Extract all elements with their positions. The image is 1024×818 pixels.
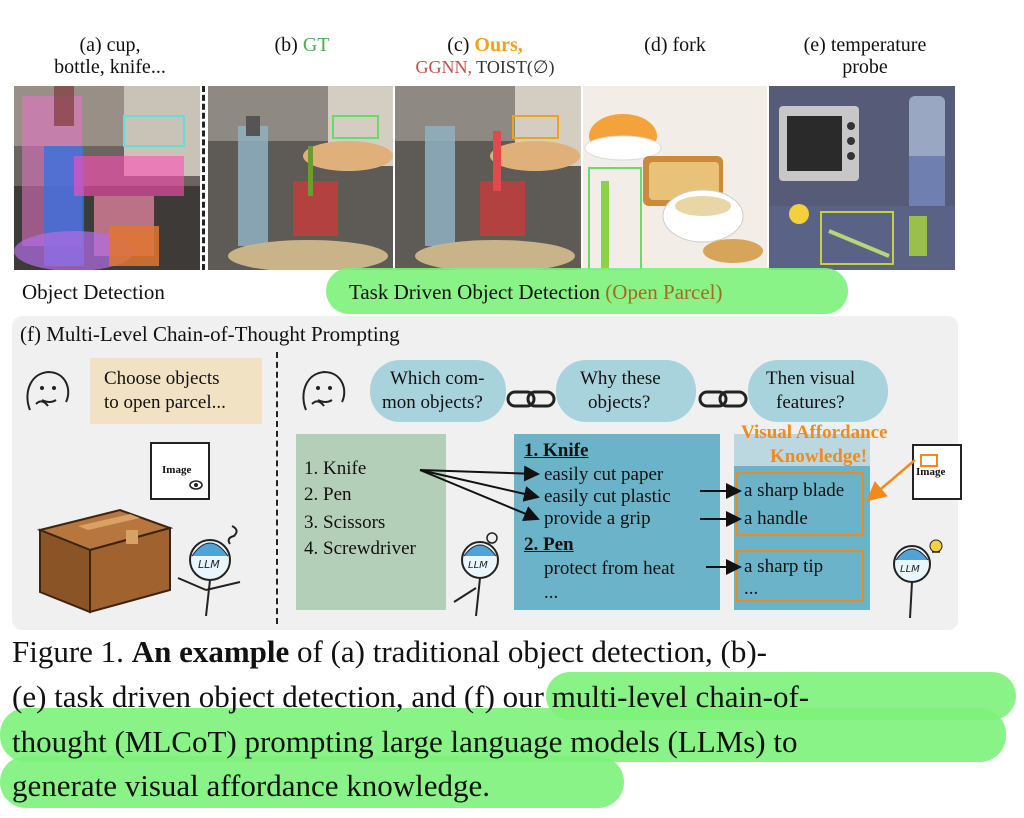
object-item-screwdriver: 4. Screwdriver	[304, 538, 416, 559]
caption-line2: (e) task driven object detection, and (f…	[12, 679, 809, 715]
caption-bold: An example	[131, 634, 290, 669]
image-frame-right: Image	[912, 444, 962, 500]
cloud3-line1: Then visual	[766, 368, 856, 389]
object-item-knife: 1. Knife	[304, 458, 367, 479]
image-label-left: Image	[162, 464, 192, 476]
parcel-box-icon	[36, 508, 174, 614]
cloud-visual-features: Then visual features?	[748, 360, 888, 422]
reason-grip: provide a grip	[544, 508, 651, 529]
image-label-right: Image	[916, 466, 946, 478]
reasons-box: 1. Knife easily cut paper easily cut pla…	[514, 434, 720, 610]
knowledge-title-line1: Visual Affordance	[741, 422, 888, 443]
reason-heading-pen: 2. Pen	[524, 534, 574, 555]
panel-a-label: (a) cup, bottle, knife...	[20, 34, 200, 78]
eye-icon	[189, 480, 203, 490]
panel-c-ggnn: GGNN,	[415, 57, 472, 77]
reason-ellipsis: ...	[544, 582, 559, 603]
reason-cut-paper: easily cut paper	[544, 464, 664, 485]
svg-text:LLM: LLM	[198, 558, 220, 571]
task-driven-text: Task Driven Object Detection	[349, 280, 601, 304]
panel-b-prefix: (b)	[274, 34, 298, 56]
panel-e-line1: (e) temperature	[803, 34, 927, 56]
caption-line2a: (e) task driven object detection, and	[12, 679, 457, 714]
panel-b-name: GT	[302, 34, 330, 56]
reason-heading-knife: 1. Knife	[524, 440, 589, 461]
panel-a-line1: (a) cup,	[79, 34, 141, 56]
caption-line3: thought (MLCoT) prompting large language…	[12, 724, 798, 759]
object-detection-caption: Object Detection	[22, 280, 165, 304]
reason-heat: protect from heat	[544, 558, 675, 579]
caption-rest1: of (a) traditional object detection, (b)…	[297, 634, 767, 669]
feature-sharp-tip: a sharp tip	[744, 556, 824, 577]
svg-text:LLM: LLM	[468, 560, 488, 571]
object-item-scissors: 3. Scissors	[304, 512, 386, 533]
chain-link-icon-2	[698, 390, 748, 408]
caption-line2b: (f) our multi-level chain-of-	[463, 679, 810, 714]
prompt-line1: Choose objects	[104, 368, 220, 389]
photo-b-ground-truth	[208, 86, 393, 270]
prompt-box: Choose objects to open parcel...	[90, 358, 262, 424]
cloud-why-objects: Why these objects?	[556, 360, 696, 422]
caption-line4: generate visual affordance knowledge.	[12, 768, 490, 803]
panel-c-prefix: (c)	[447, 34, 470, 56]
knowledge-title-line2: Knowledge!	[770, 446, 868, 467]
panel-d-text: (d) fork	[644, 34, 706, 56]
cloud1-line1: Which com-	[390, 368, 485, 389]
svg-text:LLM: LLM	[900, 564, 920, 575]
caption-line1: Figure 1. An example of (a) traditional …	[12, 634, 767, 670]
reason-cut-plastic: easily cut plastic	[544, 486, 671, 507]
object-item-pen: 2. Pen	[304, 484, 352, 505]
cloud3-line2: features?	[776, 392, 845, 413]
photo-c-ours	[395, 86, 581, 270]
feature-ellipsis: ...	[744, 578, 759, 599]
photo-e-temperature-probe	[769, 86, 955, 270]
photo-d-fork	[583, 86, 767, 270]
detection-box-icon	[920, 454, 938, 467]
divider-dashed-top	[202, 86, 205, 270]
task-driven-caption: Task Driven Object Detection (Open Parce…	[349, 280, 722, 305]
thinking-face-icon	[26, 370, 70, 411]
llm-character-left: LLM	[177, 525, 241, 617]
chain-link-icon	[506, 390, 556, 408]
caption-fig-number: Figure 1.	[12, 634, 124, 669]
llm-character-middle: LLM	[453, 532, 499, 617]
cloud2-line2: objects?	[588, 392, 651, 413]
mlcot-title: (f) Multi-Level Chain-of-Thought Prompti…	[20, 322, 400, 346]
cloud-which-objects: Which com- mon objects?	[370, 360, 506, 422]
cloud2-line1: Why these	[580, 368, 661, 389]
divider-dashed-mlcot	[276, 352, 278, 624]
objects-list-box: 1. Knife 2. Pen 3. Scissors 4. Screwdriv…	[296, 434, 446, 610]
panel-b-label: (b) GT	[222, 34, 382, 56]
panel-e-label: (e) temperature probe	[770, 34, 960, 78]
task-driven-paren: (Open Parcel)	[605, 280, 723, 304]
feature-group-knife	[736, 472, 864, 536]
llm-character-right: LLM	[893, 539, 943, 619]
caption-highlight-3	[0, 756, 624, 808]
photo-a-kitchen-detection	[14, 86, 200, 270]
caption-highlight-2	[0, 708, 1006, 762]
task-driven-highlight	[326, 268, 848, 314]
cloud1-line2: mon objects?	[382, 392, 483, 413]
panel-e-line2: probe	[842, 56, 888, 78]
panel-c-toist: TOIST(∅)	[476, 57, 555, 77]
feature-sharp-blade: a sharp blade	[744, 480, 845, 501]
panel-c-ours: Ours,	[474, 34, 523, 56]
prompt-line2: to open parcel...	[104, 392, 226, 413]
knowledge-title-backdrop	[734, 422, 914, 466]
feature-group-pen	[736, 550, 864, 602]
thinking-face-icon-2	[302, 370, 346, 411]
panel-a-line2: bottle, knife...	[54, 56, 166, 78]
feature-handle: a handle	[744, 508, 808, 529]
panel-c-label: (c) Ours, GGNN, TOIST(∅)	[390, 34, 580, 78]
image-frame-left: Image	[150, 442, 210, 500]
panel-d-label: (d) fork	[590, 34, 760, 56]
